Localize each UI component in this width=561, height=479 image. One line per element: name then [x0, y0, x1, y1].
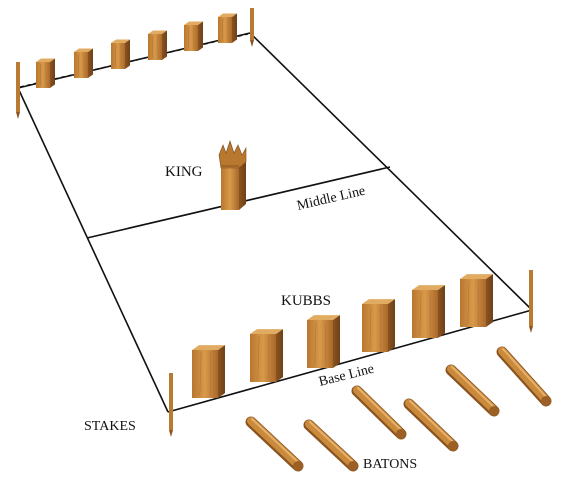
king-piece	[219, 141, 246, 210]
near-kubb	[192, 345, 225, 398]
middle-line-label: Middle Line	[296, 184, 367, 214]
stake-tip	[250, 40, 254, 47]
kubb-front	[250, 334, 276, 382]
near-kubb	[362, 299, 395, 352]
kubb-side	[198, 22, 203, 52]
king-side	[239, 162, 246, 210]
field-edge-right	[250, 33, 532, 310]
baton-highlight	[358, 388, 402, 431]
far-kubb	[148, 31, 167, 61]
kubb-side	[232, 14, 237, 44]
kubb-side	[333, 315, 340, 368]
baton-end	[448, 441, 458, 451]
baton-3	[357, 388, 406, 439]
baton-highlight	[503, 349, 547, 398]
kubb-side	[218, 345, 225, 398]
baton-end	[396, 429, 406, 439]
kubb-front	[218, 17, 232, 43]
kubb-front	[192, 350, 218, 398]
kubb-front	[111, 43, 125, 69]
kubb-front	[36, 62, 50, 88]
batons-label: BATONS	[363, 457, 417, 472]
kubb-front	[148, 34, 162, 60]
kubb-side	[50, 59, 55, 89]
kubb-front	[362, 304, 388, 352]
baton-end	[489, 406, 499, 416]
kubb-front	[184, 25, 198, 51]
kubb-front	[74, 52, 88, 78]
near-kubb	[307, 315, 340, 368]
far-kubb	[184, 22, 203, 52]
baton-body	[451, 369, 494, 410]
kubb-side	[125, 40, 130, 70]
stake-shaft	[16, 62, 20, 112]
baton-highlight	[252, 419, 299, 463]
far-kubb	[36, 59, 55, 89]
stake-near-left	[169, 373, 173, 437]
stake-near-right	[529, 270, 533, 333]
baton-highlight	[452, 367, 495, 408]
stake-shaft	[250, 8, 254, 40]
kubb-side	[88, 49, 93, 79]
stake-tip	[529, 326, 533, 333]
baton-highlight	[410, 401, 454, 443]
kubb-side	[438, 285, 445, 338]
kubb-side	[388, 299, 395, 352]
stake-tip	[16, 112, 20, 119]
kubbs-label: KUBBS	[281, 293, 331, 309]
baton-body	[251, 421, 298, 465]
kubb-side	[486, 274, 493, 327]
stake-far-left	[16, 62, 20, 119]
kubb-side	[276, 329, 283, 382]
far-kubbs-row	[20, 14, 248, 89]
stake-shaft	[529, 270, 533, 326]
baton-body	[502, 351, 546, 400]
near-kubb	[460, 274, 493, 327]
field-edge-left	[18, 88, 168, 412]
far-kubb	[111, 40, 130, 70]
baton-body	[357, 390, 401, 433]
near-kubb	[412, 285, 445, 338]
baton-body	[409, 403, 453, 445]
king-label: KING	[165, 164, 203, 180]
kubb-front	[460, 279, 486, 327]
stake-tip	[169, 430, 173, 437]
kubb-side	[162, 31, 167, 61]
near-kubb	[250, 329, 283, 382]
stakes-label: STAKES	[84, 419, 136, 434]
baton-2	[309, 422, 358, 471]
stake-far-right	[250, 8, 254, 47]
far-kubb	[218, 14, 237, 44]
batons-group	[251, 349, 551, 471]
baton-6	[502, 349, 551, 406]
baton-4	[409, 401, 458, 451]
baton-body	[309, 424, 353, 465]
baton-5	[451, 367, 499, 416]
king-crown-icon	[219, 141, 246, 168]
stake-shaft	[169, 373, 173, 430]
king-body	[221, 168, 239, 210]
kubb-front	[307, 320, 333, 368]
baton-highlight	[310, 422, 354, 463]
far-kubb	[74, 49, 93, 79]
kubb-front	[412, 290, 438, 338]
baton-end	[541, 396, 551, 406]
baton-end	[348, 461, 358, 471]
baton-end	[293, 461, 303, 471]
baton-1	[251, 419, 303, 471]
